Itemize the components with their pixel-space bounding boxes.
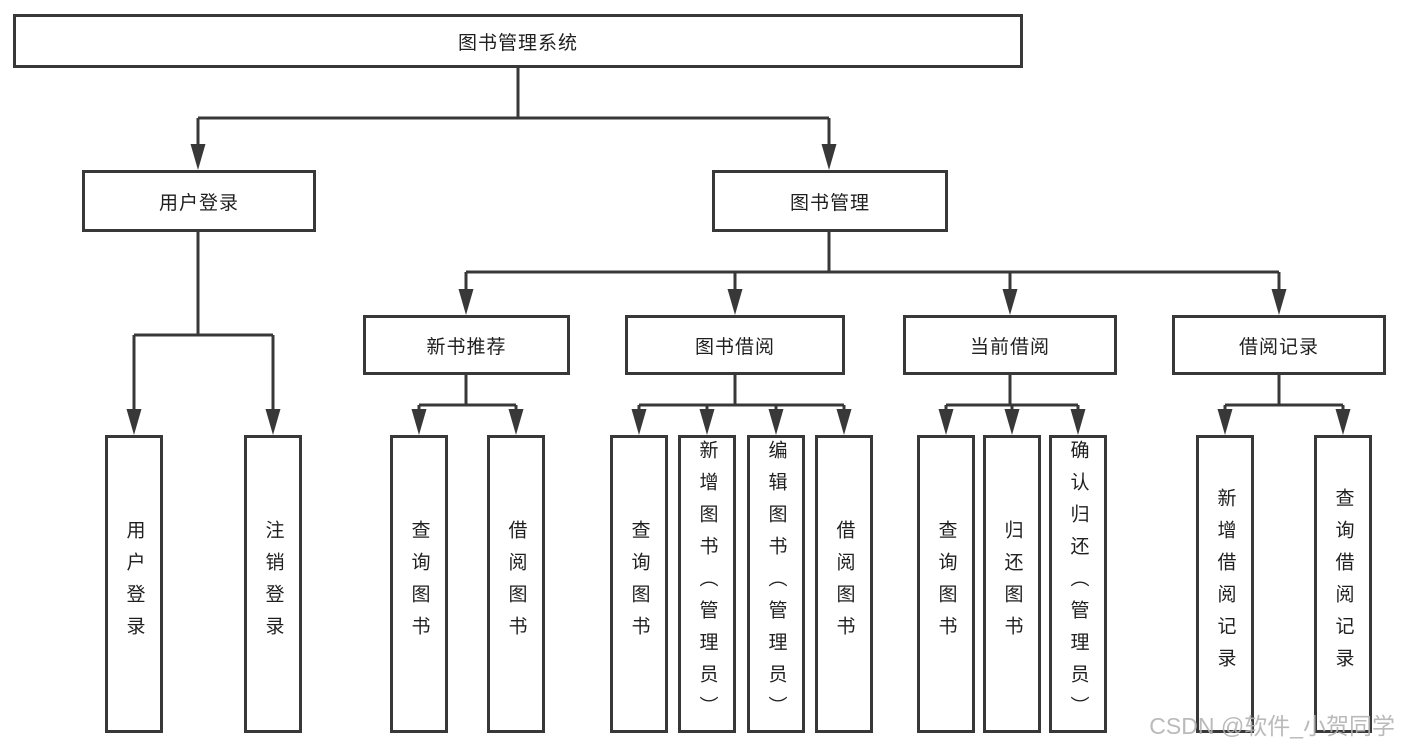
connector-current-borrowing bbox=[938, 375, 1086, 435]
arrowhead-icon bbox=[265, 409, 281, 435]
connector-book-borrowing bbox=[631, 375, 852, 435]
arrowhead-icon bbox=[1004, 409, 1020, 435]
arrowhead-icon bbox=[190, 144, 206, 170]
arrowhead-icon bbox=[1070, 409, 1086, 435]
arrowhead-icon bbox=[1002, 289, 1018, 315]
arrowhead-icon bbox=[1271, 289, 1287, 315]
leaf-query-books-recommend: 查询图书 bbox=[390, 435, 448, 733]
node-borrow-records: 借阅记录 bbox=[1172, 315, 1386, 375]
arrowhead-icon bbox=[126, 409, 142, 435]
arrowhead-icon bbox=[631, 409, 647, 435]
leaf-edit-book-admin: 编辑图书（管理员） bbox=[747, 435, 805, 733]
arrowhead-icon bbox=[699, 409, 715, 435]
node-library-management-system: 图书管理系统 bbox=[13, 14, 1023, 68]
leaf-borrow-books-recommend: 借阅图书 bbox=[487, 435, 545, 733]
connector-user-login bbox=[126, 232, 281, 435]
leaf-borrow-books-borrowing: 借阅图书 bbox=[815, 435, 873, 733]
arrowhead-icon bbox=[1335, 409, 1351, 435]
node-user-login: 用户登录 bbox=[82, 170, 316, 232]
connector-borrow-records bbox=[1217, 375, 1351, 435]
node-new-book-recommend: 新书推荐 bbox=[363, 315, 570, 375]
node-current-borrowing: 当前借阅 bbox=[903, 315, 1117, 375]
arrowhead-icon bbox=[938, 409, 954, 435]
leaf-query-borrow-record: 查询借阅记录 bbox=[1314, 435, 1372, 733]
leaf-add-book-admin: 新增图书（管理员） bbox=[678, 435, 736, 733]
connector-new-book-recommend bbox=[411, 375, 524, 435]
leaf-logout: 注销登录 bbox=[244, 435, 302, 733]
leaf-query-books-borrowing: 查询图书 bbox=[610, 435, 668, 733]
leaf-add-borrow-record: 新增借阅记录 bbox=[1196, 435, 1254, 733]
arrowhead-icon bbox=[411, 409, 427, 435]
csdn-watermark: CSDN @软件_小贺同学 bbox=[1149, 713, 1395, 739]
leaf-query-books-current: 查询图书 bbox=[917, 435, 975, 733]
node-book-management: 图书管理 bbox=[712, 170, 948, 232]
arrowhead-icon bbox=[508, 409, 524, 435]
arrowhead-icon bbox=[768, 409, 784, 435]
leaf-confirm-return-admin: 确认归还（管理员） bbox=[1049, 435, 1107, 733]
connector-root bbox=[190, 68, 837, 170]
arrowhead-icon bbox=[836, 409, 852, 435]
arrowhead-icon bbox=[458, 289, 474, 315]
leaf-return-books: 归还图书 bbox=[983, 435, 1041, 733]
arrowhead-icon bbox=[727, 289, 743, 315]
arrowhead-icon bbox=[1217, 409, 1233, 435]
node-book-borrowing: 图书借阅 bbox=[625, 315, 845, 375]
connector-book-management bbox=[458, 232, 1287, 315]
leaf-user-login: 用户登录 bbox=[105, 435, 163, 733]
arrowhead-icon bbox=[821, 144, 837, 170]
